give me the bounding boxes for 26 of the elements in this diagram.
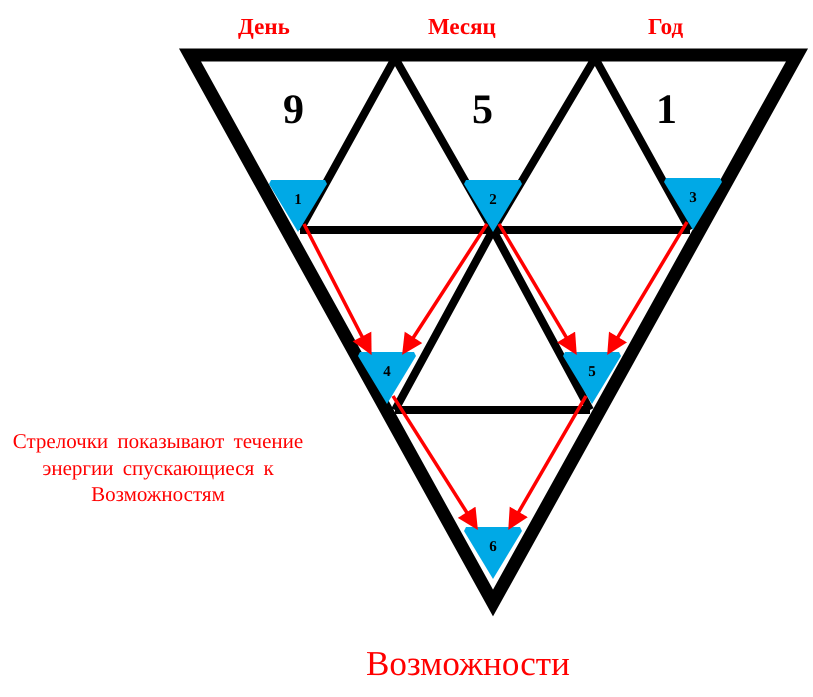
node-number: 2 [489,193,497,208]
day-digit: 9 [283,86,304,134]
triangle-marker [356,352,418,404]
triangle-marker [462,180,524,232]
arrow [508,395,588,530]
arrow [392,395,478,530]
triangle-marker [267,180,329,232]
arrow [402,223,488,355]
arrow [302,223,372,356]
node-number: 5 [588,365,596,380]
triangle-marker [662,178,724,230]
node-number: 4 [383,365,391,380]
arrow [607,221,688,355]
triangle-marker [561,352,623,404]
triangle-marker [462,527,524,579]
arrow [498,223,577,355]
note-text: Стрелочки показывают течение энергии спускающиеся к Возможностям [12,428,304,508]
month-digit: 5 [472,86,493,134]
node-number: 1 [294,193,302,208]
year-heading: Год [648,14,684,40]
node-number: 6 [489,540,497,555]
year-digit: 1 [656,86,677,134]
month-heading: Месяц [428,14,496,40]
day-heading: День [238,14,290,40]
node-number: 3 [689,191,697,206]
bottom-heading: Возможности [366,644,570,684]
